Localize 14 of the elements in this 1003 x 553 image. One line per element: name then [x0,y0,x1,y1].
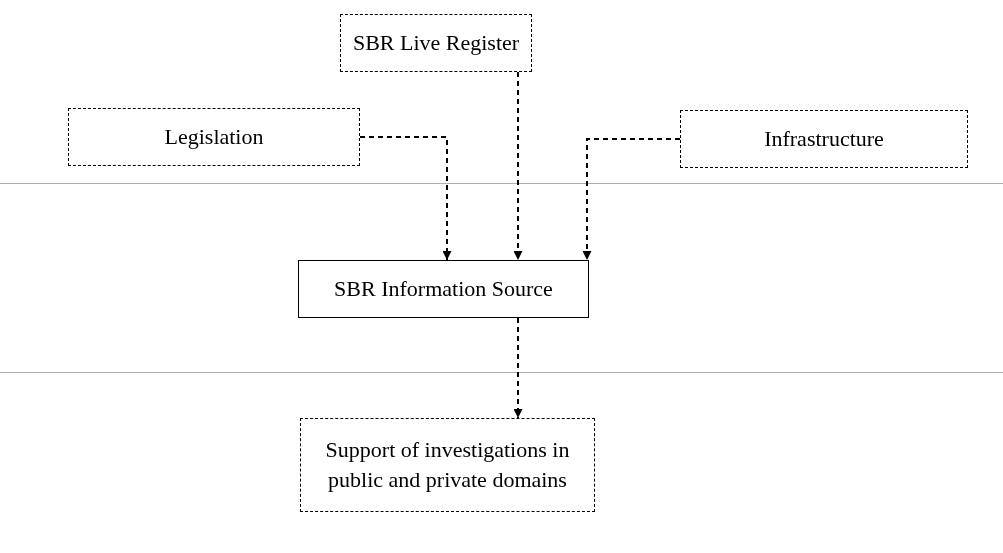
process-box [68,108,360,166]
process-box [298,260,589,318]
box-label: SBR Information Source [334,275,553,303]
process-box [680,110,968,168]
arrow [513,317,523,419]
box-label: Legislation [164,123,264,151]
box-label: SBR Live Register [352,29,520,57]
arrow [359,136,452,261]
arrow [513,71,523,261]
process-box [300,418,595,512]
process-box [340,14,532,72]
box-label: Support of investigations in public and private domains [324,436,571,494]
arrow [582,138,681,261]
box-label: Infrastructure [764,125,884,153]
